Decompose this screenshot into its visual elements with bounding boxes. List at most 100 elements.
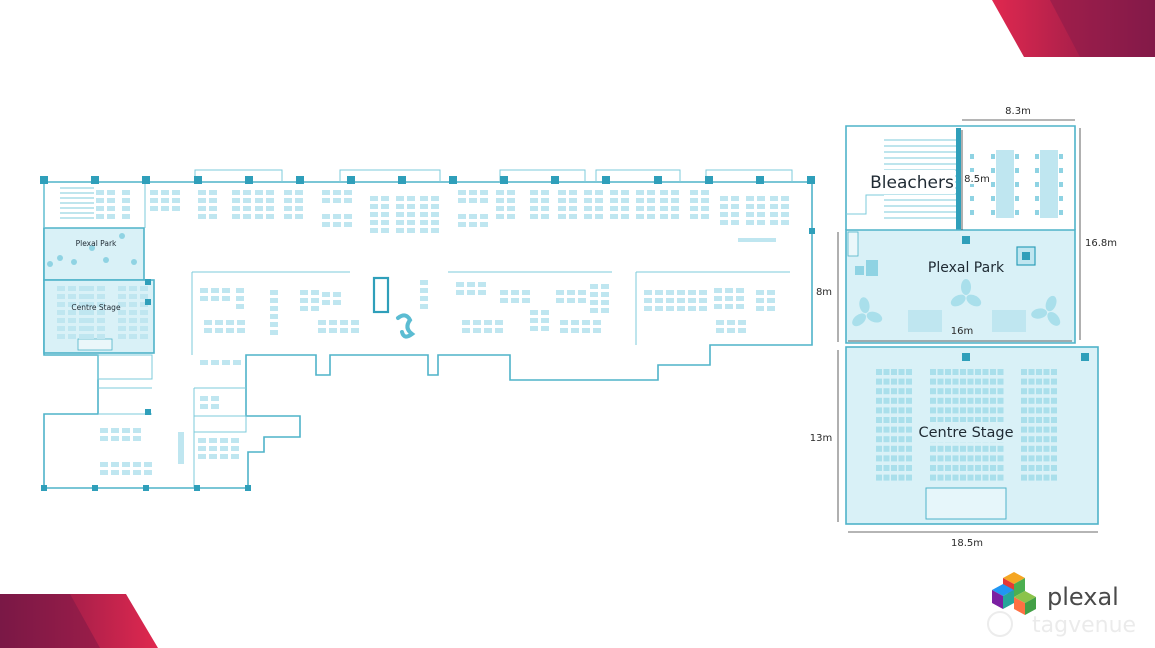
desk [584,198,592,203]
desk [381,228,389,233]
desk [198,198,206,203]
desk [333,300,341,305]
audience-seat [975,369,981,375]
audience-seat [906,417,912,423]
desk [329,320,337,325]
desk [396,228,404,233]
audience-seat [975,407,981,414]
audience-seat [906,455,912,462]
desk [370,204,378,209]
desk [660,214,668,219]
desk [222,288,230,293]
desk [295,214,303,219]
desk [541,190,549,195]
audience-seat [930,407,936,414]
audience-seat [891,378,897,385]
desk [231,446,239,451]
pod-leaf [859,297,870,314]
desk [57,310,65,315]
desk [140,302,148,307]
audience-seat [975,417,981,423]
desk [731,196,739,201]
desk [736,296,744,301]
desk [569,198,577,203]
park-seat [89,245,95,251]
overview-columns [40,176,815,491]
park-seat [131,259,137,265]
desk [111,462,119,467]
audience-seat [876,407,882,414]
desk [690,198,698,203]
desk [484,328,492,333]
desk [621,198,629,203]
audience-seat [1036,445,1042,452]
desk [140,318,148,323]
desk [736,304,744,309]
desk [522,298,530,303]
audience-seat [960,388,966,395]
park-seating-pods [852,279,1061,327]
desk [655,290,663,295]
desk [295,198,303,203]
desk [161,206,169,211]
desk [86,294,94,299]
desk [211,360,219,365]
audience-seat [1036,465,1042,471]
desk [590,300,598,305]
audience-seat [883,388,890,395]
desk [198,454,206,459]
desk [720,204,728,209]
desk [530,310,538,315]
desk [590,284,598,289]
chair [1015,154,1019,159]
audience-seat [1028,417,1035,423]
desk [231,438,239,443]
desk [756,290,764,295]
audience-seat [960,369,966,375]
audience-seat [1051,378,1057,385]
desk [469,214,477,219]
desk [770,196,778,201]
desk [333,292,341,297]
audience-seat [930,445,936,452]
audience-seat [1028,388,1035,395]
column [194,485,200,491]
plexal-logo-text: plexal [1047,583,1119,611]
column [551,176,559,184]
desk [500,290,508,295]
desk [237,328,245,333]
desk [582,328,590,333]
desk [714,288,722,293]
chair [1059,168,1063,173]
audience-seat [876,455,882,462]
audience-seat [982,445,989,452]
park-seat [103,257,109,263]
park-seat [57,255,63,261]
desk [571,328,579,333]
desk [720,212,728,217]
audience-seat [1043,378,1050,385]
desk [688,290,696,295]
desk [226,328,234,333]
desk [220,446,228,451]
desk [560,328,568,333]
desk [129,294,137,299]
desk [270,306,278,311]
audience-seat [1021,378,1027,385]
audience-seat [967,369,974,375]
desk [311,306,319,311]
desk [666,306,674,311]
desk [129,310,137,315]
audience-seat [891,369,897,375]
desk [370,220,378,225]
audience-seat [997,388,1004,395]
audience-seat [967,397,974,404]
audience-seat [1021,397,1027,404]
audience-seat [898,378,905,385]
chair [1035,154,1039,159]
desk [243,214,251,219]
desk [571,320,579,325]
desk [456,282,464,287]
desk [644,290,652,295]
desk [270,314,278,319]
